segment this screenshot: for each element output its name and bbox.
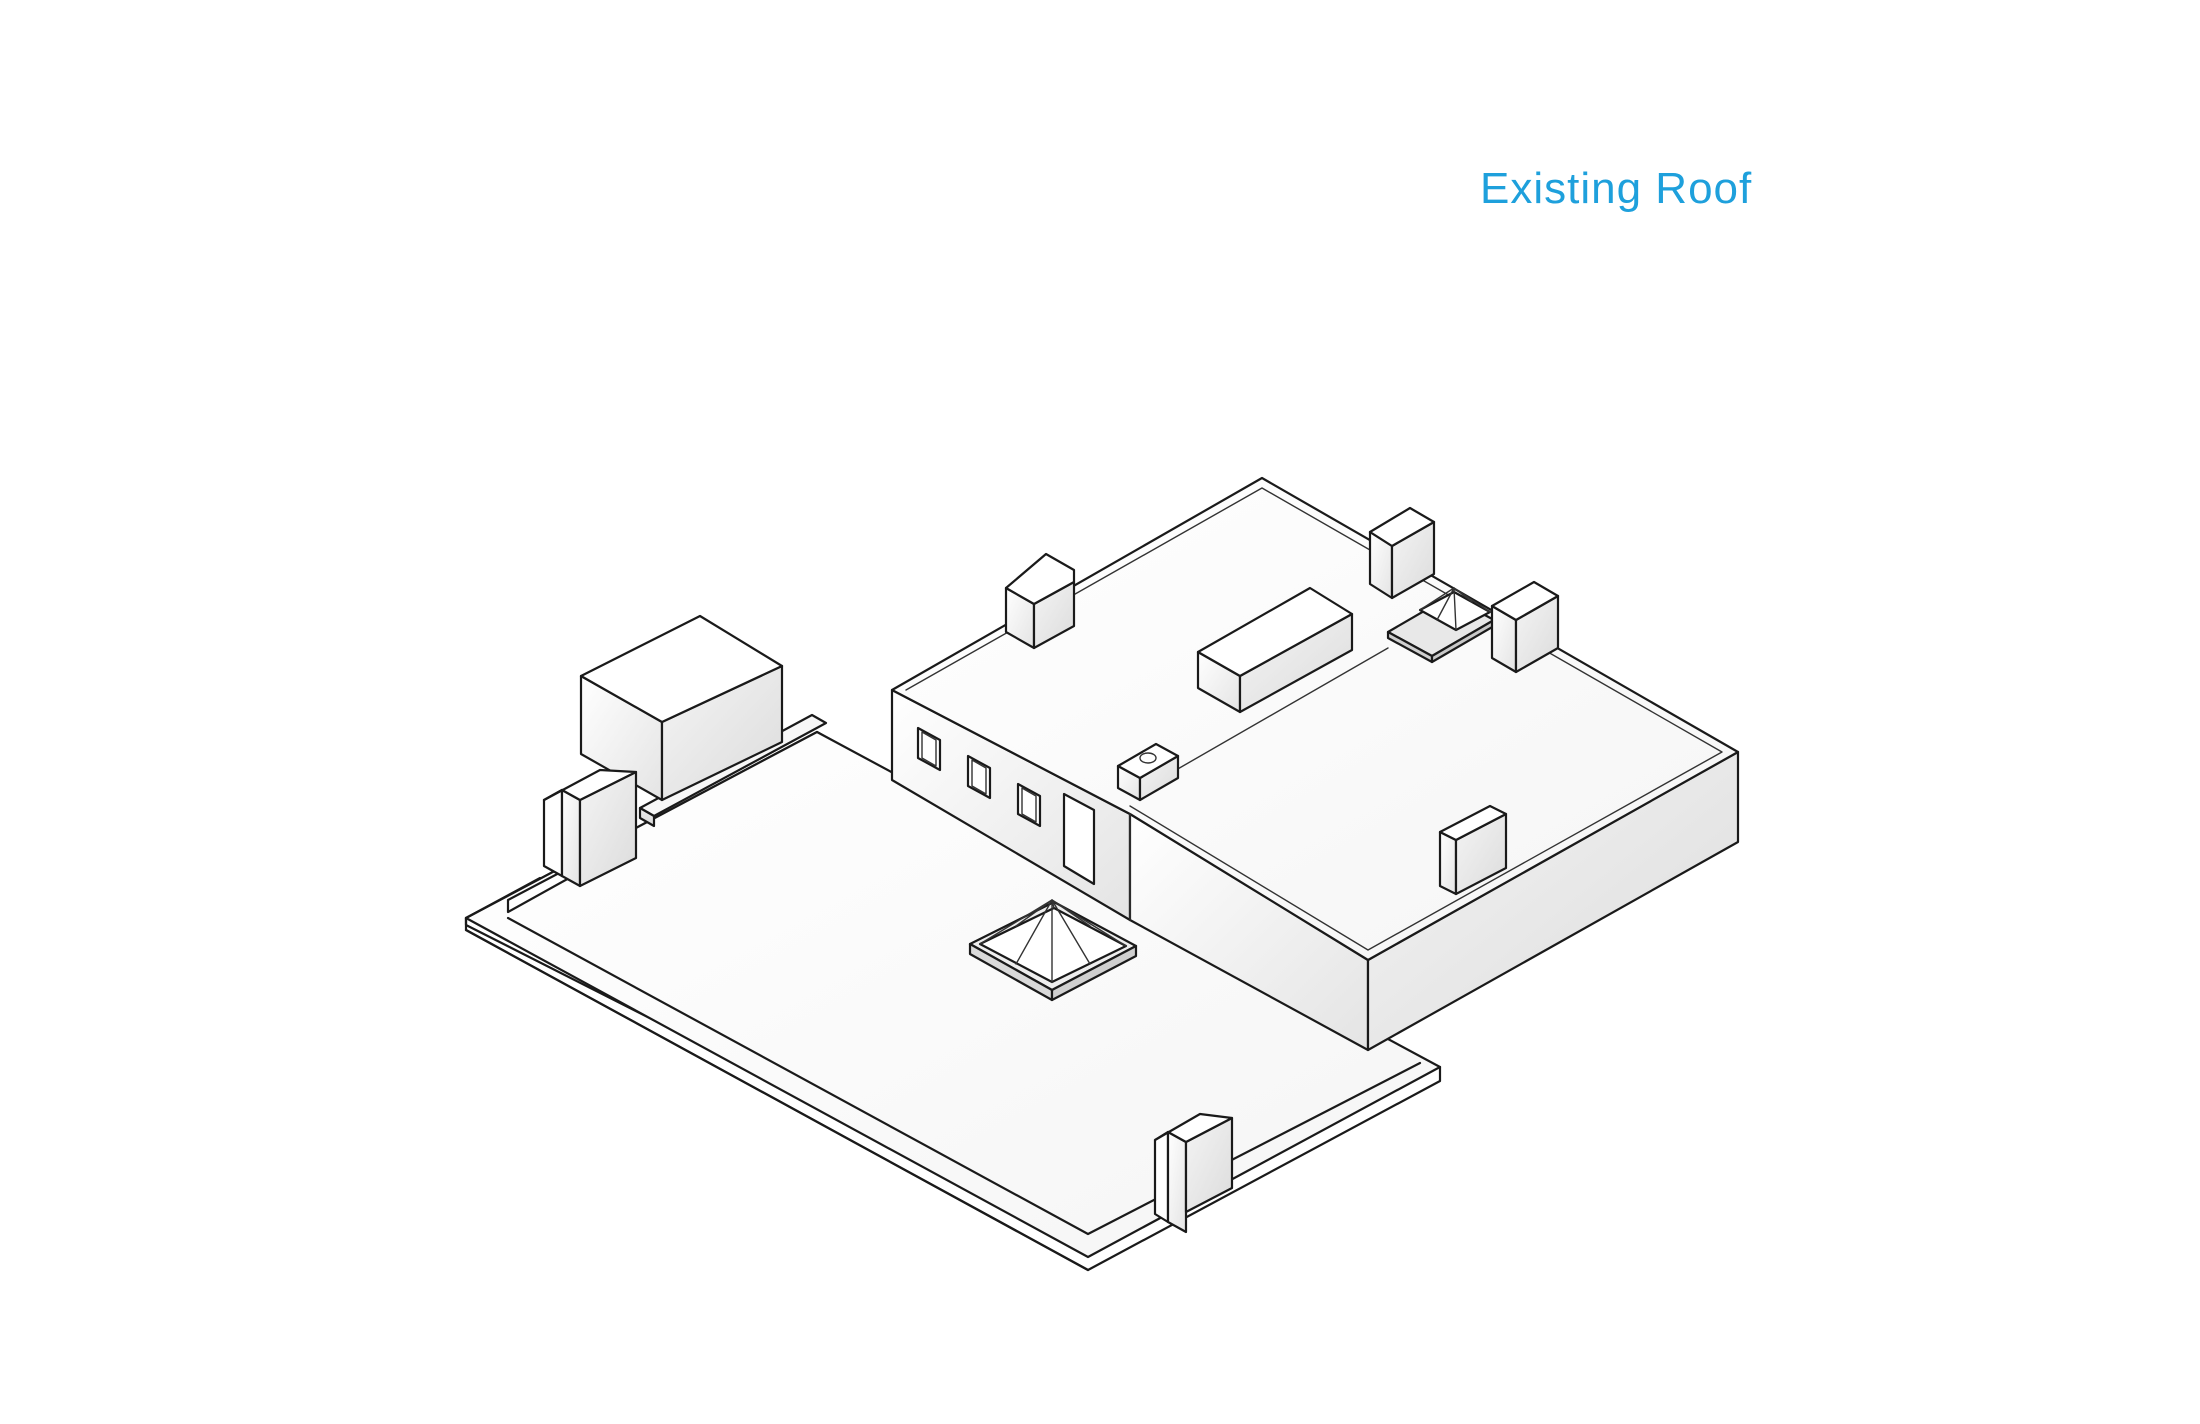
roof-vent-west	[1004, 552, 1076, 650]
door	[1062, 792, 1096, 886]
chimney-west-front-left	[542, 788, 564, 878]
window-1-frame	[921, 731, 937, 767]
diagram-title: Existing Roof	[1480, 164, 1753, 213]
roof-vent-north	[1368, 506, 1436, 600]
skylight-terrace-ridge-d	[1015, 899, 1091, 965]
chimney-south-front	[1166, 1130, 1188, 1234]
roof-vent-west-top	[1004, 552, 1076, 606]
chimney-west	[542, 768, 638, 888]
roof-hatch	[1116, 647, 1389, 802]
roof-equipment-box	[1196, 586, 1354, 714]
upper-roof-parapet-inner	[905, 487, 1723, 951]
mechanical-enclosure-top	[579, 614, 784, 724]
main-building	[890, 476, 1740, 1052]
terrace-parapet-inner	[506, 916, 1422, 1236]
skylight-terrace	[968, 899, 1138, 1002]
skylight-roof-ridge-c	[1436, 587, 1473, 621]
chimney-west-front	[560, 788, 582, 888]
skylight-terrace-curb-right	[1050, 944, 1138, 1002]
roof-hatch-cap	[1139, 752, 1157, 764]
roof-conduit	[1175, 647, 1389, 771]
chimney-south-top	[1153, 1112, 1234, 1144]
roof-unit-southeast-top	[1438, 804, 1508, 842]
west-wall-windows	[916, 726, 1096, 886]
terrace-parapet-north-end	[638, 806, 656, 828]
chimney-south-front-left	[1153, 1130, 1170, 1224]
roof-unit-southeast-front	[1438, 830, 1458, 896]
roof-equipment-box-top	[1196, 586, 1354, 678]
window-3-frame	[1021, 787, 1037, 823]
upper-roof-surface	[890, 476, 1740, 962]
roof-unit-southeast	[1438, 804, 1508, 896]
skylight-roof	[1386, 587, 1496, 664]
roof-vent-north-top	[1368, 506, 1436, 548]
terrace-fascia	[464, 928, 1090, 1272]
window-2-frame	[971, 759, 987, 795]
mechanical-enclosure	[579, 614, 784, 802]
terrace-parapet-west	[464, 876, 542, 920]
chimney-south	[1153, 1112, 1234, 1234]
roof-vent-east-top	[1490, 580, 1560, 622]
roof-vent-east	[1490, 580, 1560, 674]
chimney-west-top	[542, 768, 638, 802]
